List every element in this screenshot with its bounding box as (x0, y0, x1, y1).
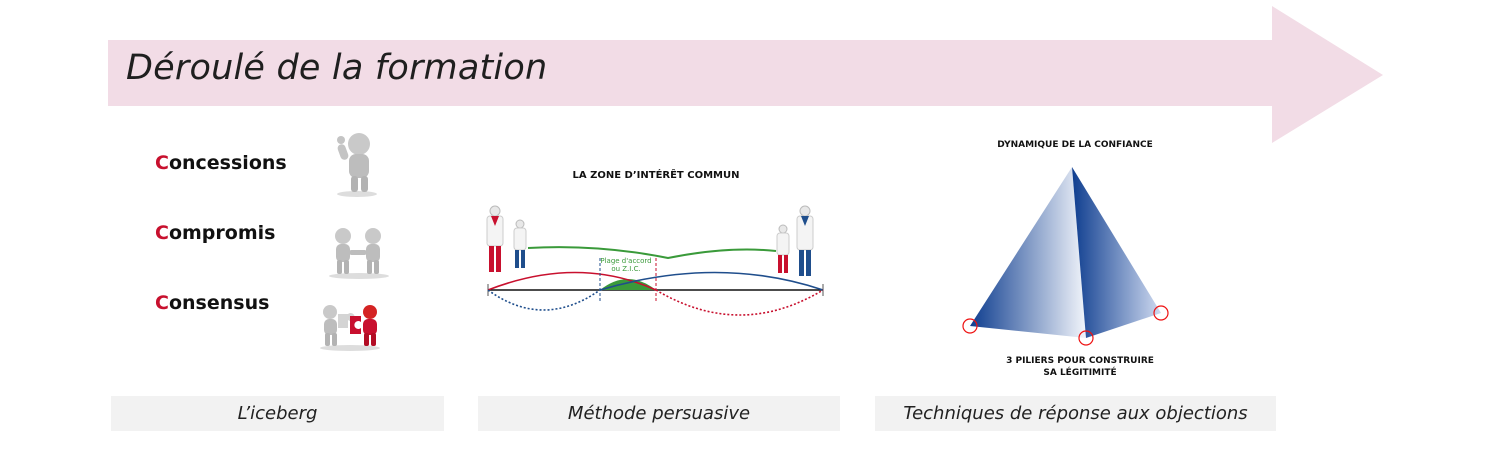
zone-label-line1: Plage d'accord (600, 257, 651, 265)
zone-label-line2: ou Z.I.C. (611, 265, 640, 273)
zic-diagram: LA ZONE D’INTÉRÊT COMMUN Plage d'accord … (486, 168, 824, 316)
pyramid-title: DYNAMIQUE DE LA CONFIANCE (997, 140, 1153, 150)
pyramid-right-face (1072, 167, 1161, 338)
puzzle-figures-icon (320, 305, 380, 351)
pillar-1-marker (962, 318, 978, 334)
caption-iceberg: L’iceberg (111, 396, 444, 431)
pillar-2-marker (1078, 330, 1094, 346)
pillar-3-marker (1153, 305, 1169, 321)
right-negotiators-icon (776, 205, 814, 276)
banner-title: Déroulé de la formation (126, 48, 548, 88)
pyramid-subtitle-line2: SA LÉGITIMITÉ (1043, 366, 1116, 378)
compromis-label: Compromis (155, 222, 276, 244)
consensus-label: Consensus (155, 292, 270, 314)
concessions-label: Concessions (155, 152, 287, 174)
thumbs-up-figure-icon (337, 133, 377, 197)
caption-persuasive: Méthode persuasive (478, 396, 840, 431)
pyramid-left-face (970, 167, 1086, 338)
trust-pyramid-diagram: DYNAMIQUE DE LA CONFIANCE 3 PILIERS POUR… (962, 140, 1169, 378)
handshake-figures-icon (329, 228, 389, 279)
caption-objections: Techniques de réponse aux objections (875, 396, 1276, 431)
pyramid-subtitle-line1: 3 PILIERS POUR CONSTRUIRE (1006, 356, 1154, 366)
left-negotiators-icon (486, 205, 527, 272)
zic-title: LA ZONE D’INTÉRÊT COMMUN (573, 168, 740, 181)
